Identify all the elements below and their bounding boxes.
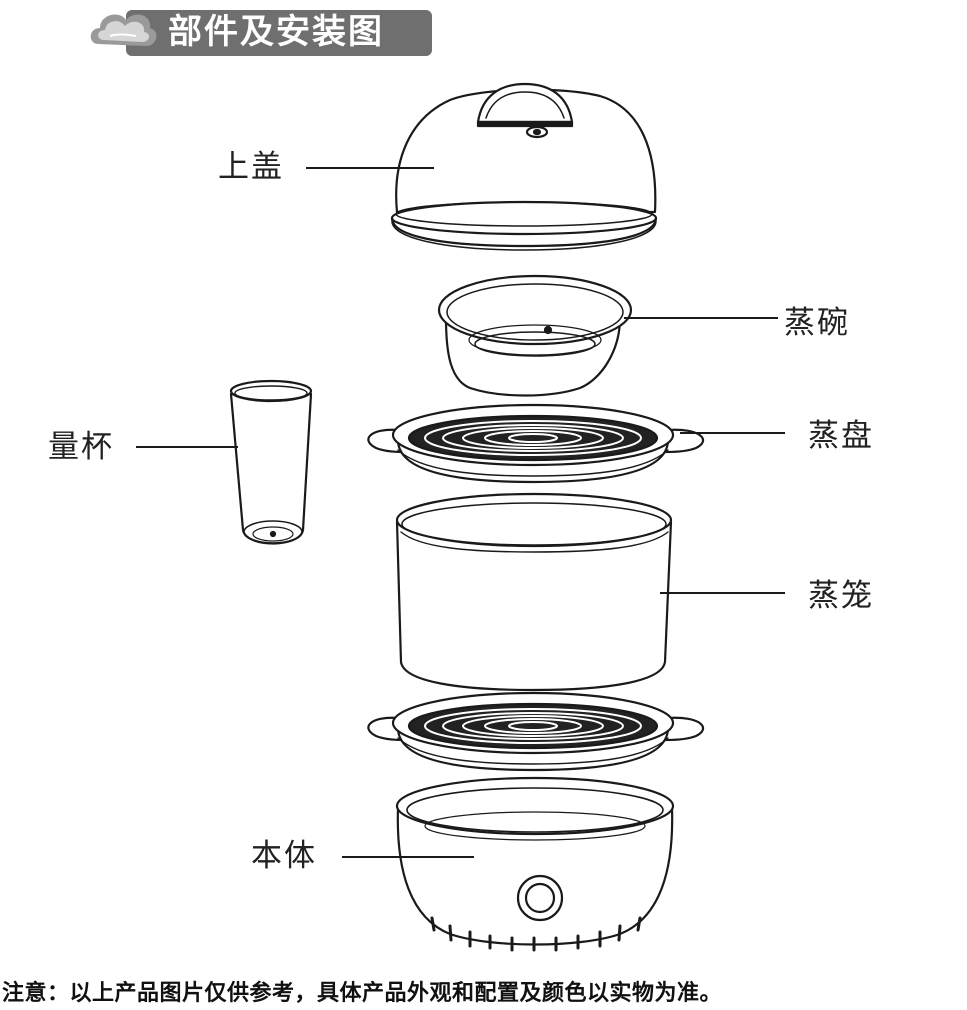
steam-tray-lower-illustration <box>367 691 705 772</box>
section-header: 部件及安装图 <box>86 4 436 60</box>
cloud-icon <box>90 14 157 46</box>
lid-illustration <box>390 82 658 251</box>
header-title: 部件及安装图 <box>168 12 384 52</box>
header-banner-shape <box>90 10 432 56</box>
label-lid: 上盖 <box>218 149 284 185</box>
label-measuring-cup: 量杯 <box>48 429 114 465</box>
label-steam-bowl: 蒸碗 <box>784 305 850 341</box>
steam-bowl-illustration <box>437 274 633 397</box>
parts-diagram <box>136 82 785 952</box>
base-illustration <box>395 776 675 952</box>
steamer-illustration <box>395 492 673 692</box>
label-steam-tray: 蒸盘 <box>808 418 874 454</box>
disclaimer-note: 注意：以上产品图片仅供参考，具体产品外观和配置及颜色以实物为准。 <box>2 981 723 1006</box>
steam-tray-upper-illustration <box>367 403 705 484</box>
label-base: 本体 <box>251 838 317 874</box>
measuring-cup-illustration <box>229 379 313 545</box>
label-steamer: 蒸笼 <box>808 578 874 614</box>
